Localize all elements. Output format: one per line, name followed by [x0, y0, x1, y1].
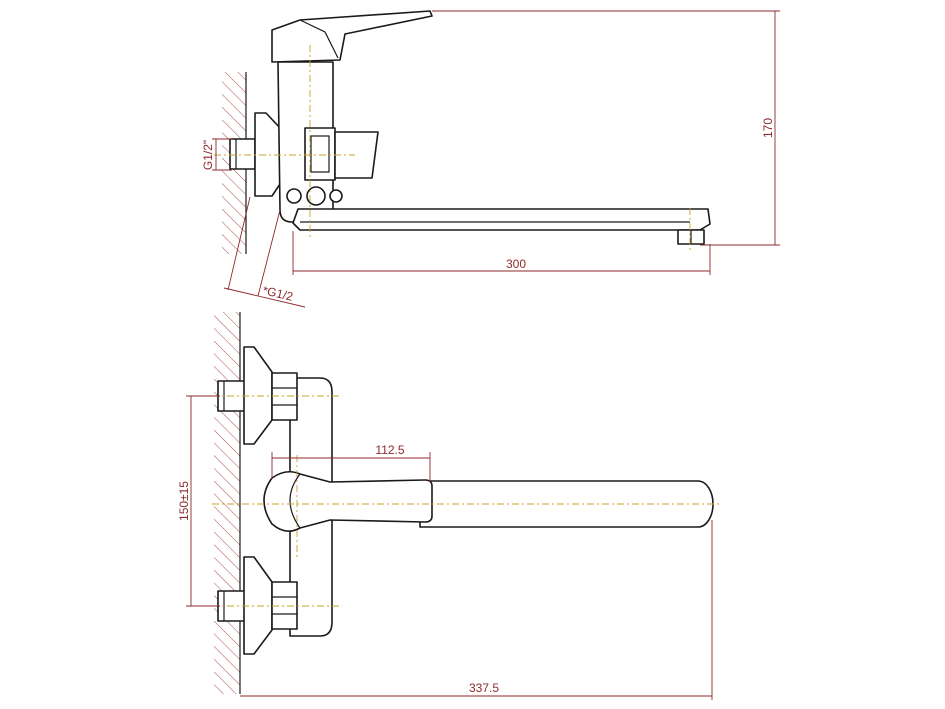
dim-g12-label: G1/2"	[201, 140, 215, 170]
dim-eccentric-label: *G1/2	[261, 283, 294, 304]
side-spout	[292, 208, 711, 231]
side-handle	[271, 10, 433, 63]
dim-eccentric-line	[223, 287, 306, 308]
side-inlet-block-inner	[310, 135, 330, 173]
top-handle	[263, 470, 433, 532]
dim-300-label: 300	[506, 257, 526, 271]
top-upper-nut	[271, 372, 298, 421]
dim-170-label: 170	[761, 118, 775, 138]
top-spout	[419, 480, 714, 528]
side-bottom-ring-1	[286, 188, 302, 204]
side-bottom-ring-3	[329, 189, 343, 203]
top-lower-nut	[271, 581, 298, 630]
top-upper-flange	[243, 346, 273, 445]
top-lower-flange	[243, 556, 273, 655]
top-view: 112.5 150±15 337.5	[177, 312, 720, 700]
side-handle-edge	[299, 19, 339, 59]
side-wall-flange	[254, 112, 283, 197]
top-wall-hatch	[214, 312, 240, 694]
dim-eccentric-leader-1	[227, 196, 251, 291]
top-handle-edge	[289, 473, 301, 529]
side-diverter	[334, 131, 379, 179]
dim-eccentric-leader-2	[257, 209, 281, 297]
side-bottom-ring-2	[306, 186, 326, 206]
side-view: 170 300 G1/2" *G1/2	[201, 10, 780, 308]
dim-150-label: 150±15	[177, 481, 191, 521]
side-inlet-pipe	[229, 138, 256, 170]
dim-112-label: 112.5	[375, 443, 404, 457]
dim-337-label: 337.5	[469, 681, 499, 695]
